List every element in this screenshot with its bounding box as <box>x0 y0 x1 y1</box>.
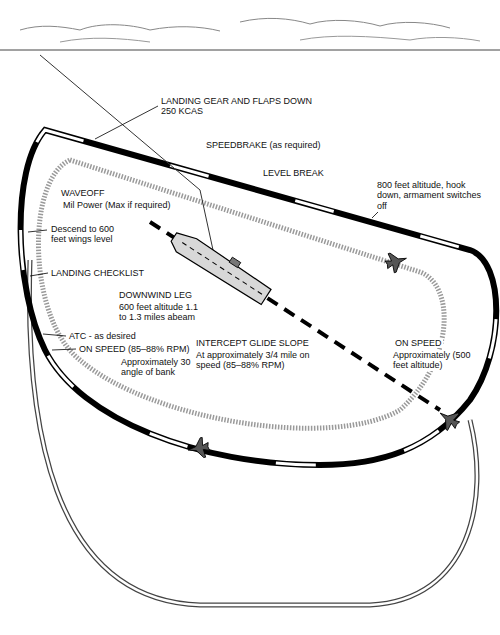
landing-pattern <box>21 130 497 465</box>
callout-label: LANDING GEAR AND FLAPS DOWN 250 KCAS <box>160 96 330 117</box>
turn-path-inner <box>29 260 477 605</box>
leader-line <box>28 230 47 232</box>
leader-line <box>95 106 158 139</box>
horizon-line <box>0 50 500 51</box>
cloud <box>240 18 450 28</box>
leader-line <box>43 334 66 336</box>
callout-label: 800 feet altitude, hook down, armament s… <box>376 180 492 211</box>
cloud <box>20 25 220 31</box>
leader-line <box>372 212 378 218</box>
aircraft <box>383 249 409 275</box>
callout-label: ON SPEED (85–88% RPM) <box>78 344 191 354</box>
callout-label: LANDING CHECKLIST <box>50 268 145 278</box>
callout-label: DOWNWIND LEG <box>118 290 193 300</box>
callout-label: Approximately (500 feet altitude) <box>392 350 476 371</box>
callout-label: Descend to 600 feet wings level <box>50 224 130 245</box>
callout-label: 600 feet altitude 1.1 to 1.3 miles abeam <box>118 302 206 323</box>
callout-label: Mil Power (Max if required) <box>62 200 172 210</box>
callout-label: LEVEL BREAK <box>262 168 325 178</box>
callout-label: ON SPEED <box>394 338 443 348</box>
leader-line <box>52 349 76 350</box>
callout-label: ATC - as desired <box>68 331 137 341</box>
cloud <box>60 36 480 42</box>
aircraft <box>186 437 210 460</box>
leader-line <box>30 273 48 276</box>
callout-label: At approximately 3/4 mile on speed (85–8… <box>195 350 313 371</box>
callout-label: INTERCEPT GLIDE SLOPE <box>195 338 310 348</box>
callout-label: WAVEOFF <box>60 188 106 198</box>
aircraft <box>434 405 463 433</box>
landing-pattern-gaps <box>21 130 497 465</box>
callout-label: SPEEDBRAKE (as required) <box>205 140 322 150</box>
turn-path <box>29 260 477 605</box>
track-line <box>40 55 213 250</box>
callout-label: Approximately 30 angle of bank <box>120 357 200 378</box>
